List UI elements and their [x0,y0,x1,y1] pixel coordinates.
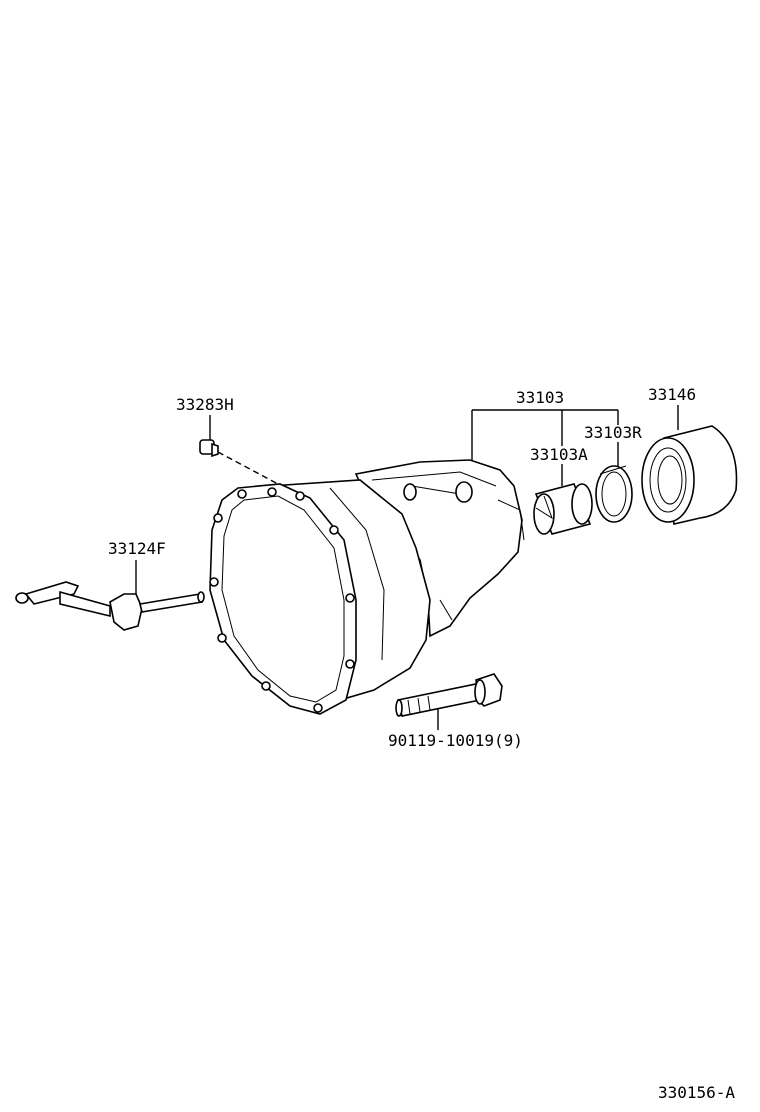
label-33103: 33103 [516,388,564,407]
bushing-r-part [595,465,633,523]
transmission-case-part [209,459,525,715]
label-33124f: 33124F [108,539,166,558]
bushing-a-part [533,483,593,535]
label-33103r: 33103R [584,423,642,442]
label-33283h: 33283H [176,395,234,414]
leader-lines [135,405,679,730]
dust-cover-part [641,425,738,525]
plug-part [199,439,219,458]
shift-lever-part [15,581,205,631]
label-bolt-90119: 90119-10019(9) [388,731,523,750]
bolt-part [395,673,503,717]
label-33146: 33146 [648,385,696,404]
figure-id: 330156-A [658,1083,735,1102]
label-33103a: 33103A [530,445,588,464]
